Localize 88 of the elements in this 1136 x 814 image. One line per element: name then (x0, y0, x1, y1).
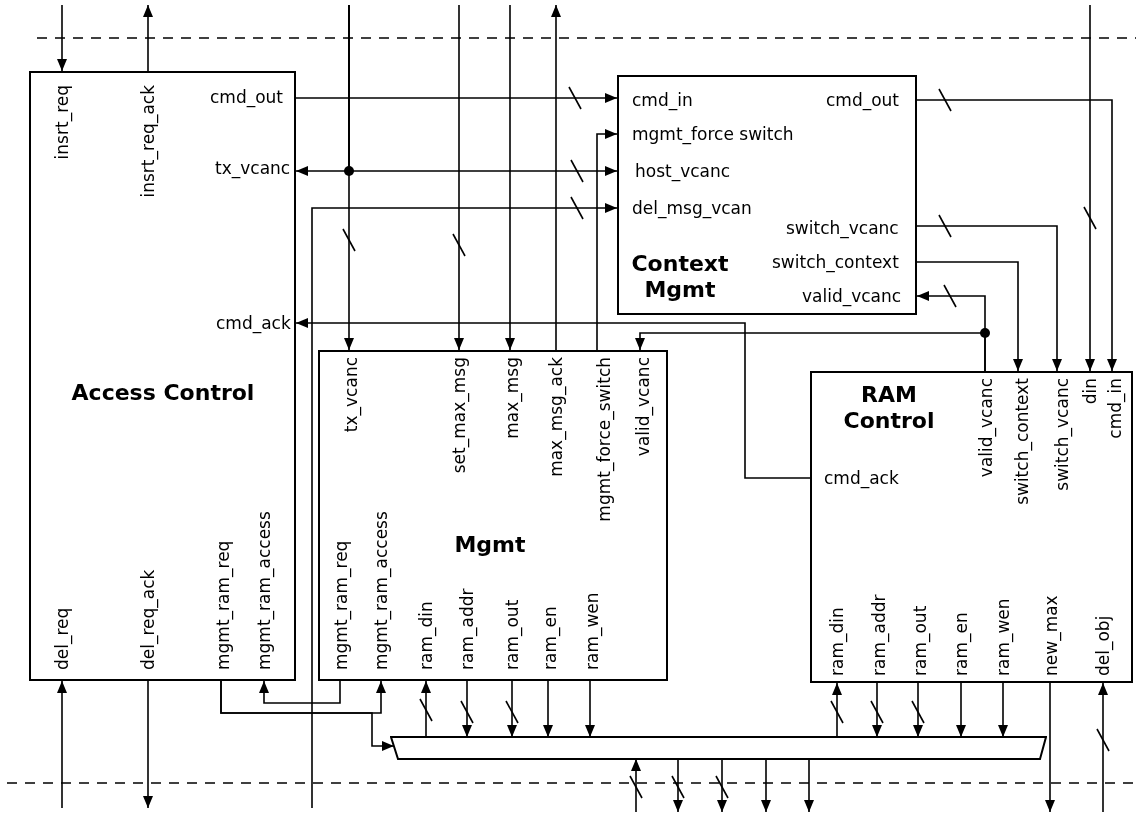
port-label: del_req (52, 607, 72, 670)
arrow (295, 93, 618, 103)
port-label: valid_vcanc (802, 286, 902, 306)
arrow (717, 758, 727, 813)
arrow (295, 318, 811, 479)
port-label: ram_addr (869, 594, 889, 676)
port-label: cmd_in (632, 90, 693, 110)
arrow (454, 4, 464, 351)
port-label: tx_vcanc (341, 357, 361, 433)
port-label: cmd_in (1105, 378, 1125, 439)
arrow (832, 682, 842, 738)
port-label: host_vcanc (635, 161, 731, 181)
block-box (617, 75, 917, 315)
port-label: ram_out (502, 599, 522, 670)
port-label: set_max_msg (449, 357, 469, 474)
port-label: cmd_out (210, 87, 284, 107)
arrow (220, 680, 395, 751)
port-label: cmd_ack (824, 468, 899, 488)
block-box (318, 350, 668, 681)
arrow (761, 758, 771, 813)
block-title: Access Control (70, 380, 256, 406)
arrow (57, 4, 67, 72)
port-label: insrt_req_ack (138, 85, 158, 198)
port-label: ram_din (827, 607, 847, 676)
port-label: din (1080, 378, 1100, 405)
arrow (596, 129, 618, 351)
multiplexer-trapezoid (390, 736, 1047, 760)
arrow (673, 758, 683, 813)
block-box (29, 71, 296, 681)
arrow (585, 680, 595, 738)
arrow (913, 682, 923, 738)
arrow (872, 682, 882, 738)
block-title: RAM Control (842, 382, 936, 434)
port-label: cmd_out (826, 90, 900, 110)
port-label: ram_wen (582, 592, 602, 670)
port-label: del_obj (1093, 615, 1113, 676)
port-label: del_msg_vcan (632, 198, 752, 218)
port-label: switch_vcanc (1052, 378, 1072, 491)
arrow (916, 99, 1117, 372)
port-label: valid_vcanc (633, 357, 653, 457)
port-label: mgmt_ram_req (213, 540, 233, 670)
port-label: switch_context (772, 252, 899, 272)
block-title: Mgmt (453, 532, 527, 558)
arrow (311, 203, 618, 809)
arrow (57, 680, 67, 809)
port-label: del_req_ack (138, 569, 158, 670)
port-label: ram_wen (993, 598, 1013, 676)
arrow (956, 682, 966, 738)
port-label: mgmt_ram_access (371, 511, 391, 670)
arrow (348, 4, 618, 176)
port-label: insrt_req (52, 85, 72, 160)
arrow (1045, 682, 1055, 813)
arrow (1098, 682, 1108, 813)
arrow (143, 680, 153, 809)
port-label: ram_addr (457, 588, 477, 670)
port-label: switch_context (1012, 378, 1032, 505)
arrow (507, 680, 517, 738)
arrow (1085, 4, 1095, 372)
port-label: switch_vcanc (786, 218, 899, 238)
port-label: new_max (1041, 595, 1061, 676)
port-label: ram_en (540, 606, 560, 670)
port-label: mgmt_force switch (632, 124, 794, 144)
arrow (916, 225, 1062, 372)
arrow (916, 261, 1023, 372)
port-label: mgmt_force_switch (594, 357, 614, 522)
port-label: cmd_ack (216, 313, 291, 333)
arrow (505, 4, 515, 351)
arrow (259, 680, 341, 704)
port-label: ram_din (416, 601, 436, 670)
arrow (143, 4, 153, 72)
arrow (462, 680, 472, 738)
arrow (635, 332, 986, 372)
arrow (804, 758, 814, 813)
block-box (810, 371, 1133, 683)
block-title: Context Mgmt (630, 251, 730, 303)
arrow (551, 4, 561, 351)
port-label: max_msg (502, 357, 522, 439)
port-label: max_msg_ack (546, 357, 566, 477)
port-label: ram_out (910, 605, 930, 676)
port-label: valid_vcanc (976, 378, 996, 478)
arrow (421, 680, 431, 738)
arrow (631, 758, 641, 813)
port-label: ram_en (951, 612, 971, 676)
port-label: tx_vcanc (215, 158, 291, 178)
arrow (998, 682, 1008, 738)
port-label: mgmt_ram_req (331, 540, 351, 670)
arrow (543, 680, 553, 738)
port-label: mgmt_ram_access (254, 511, 274, 670)
